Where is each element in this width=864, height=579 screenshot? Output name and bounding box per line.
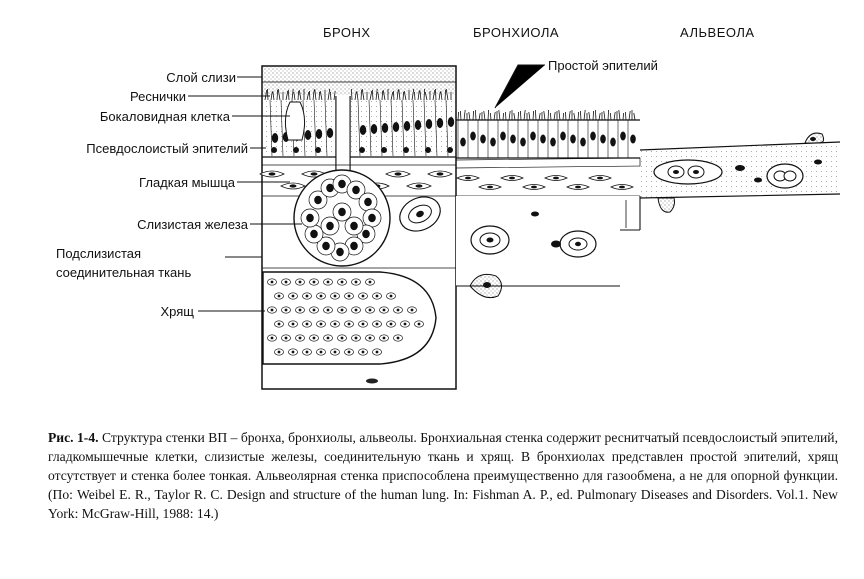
label-mucus-layer: Слой слизи: [166, 70, 236, 85]
label-cilia: Реснички: [130, 89, 186, 104]
label-submucosa-line2: соединительная ткань: [56, 265, 191, 280]
label-submucosa-line1: Подслизистая: [56, 246, 141, 261]
column-heading-alveolus: АЛЬВЕОЛА: [680, 25, 755, 40]
blood-vessel: [559, 230, 597, 258]
column-heading-bronchiole: БРОНХИОЛА: [473, 25, 559, 40]
figure-caption-text: Структура стенки ВП – бронха, бронхиолы,…: [48, 430, 838, 521]
alveolar-wall: [639, 132, 841, 213]
leader-lines: [188, 64, 545, 312]
mucous-gland: [293, 169, 391, 267]
airway-wall-diagram: БРОНХ БРОНХИОЛА АЛЬВЕОЛА: [56, 25, 841, 390]
column-heading-bronchus: БРОНХ: [323, 25, 371, 40]
alveolar-capillary: [653, 159, 723, 185]
label-pseudostratified-epithelium: Псевдослоистый эпителий: [86, 141, 248, 156]
bronchiole-wall: [399, 109, 641, 299]
label-simple-epithelium: Простой эпителий: [548, 58, 658, 73]
alveolar-capillary: [766, 163, 804, 189]
cilia-bronchus: [264, 88, 452, 101]
goblet-cell: [284, 101, 306, 141]
label-cartilage: Хрящ: [161, 304, 195, 319]
epithelial-cells: [269, 99, 455, 157]
blood-vessel: [399, 196, 441, 232]
figure-number: Рис. 1-4.: [48, 430, 99, 445]
label-smooth-muscle: Гладкая мышца: [139, 175, 236, 190]
label-mucous-gland: Слизистая железа: [137, 217, 249, 232]
label-goblet-cell: Бокаловидная клетка: [100, 109, 231, 124]
blood-vessel: [470, 225, 510, 255]
chondrocytes: [267, 278, 424, 356]
figure-caption: Рис. 1-4. Структура стенки ВП – бронха, …: [48, 428, 838, 523]
mucus-layer: [263, 67, 455, 95]
